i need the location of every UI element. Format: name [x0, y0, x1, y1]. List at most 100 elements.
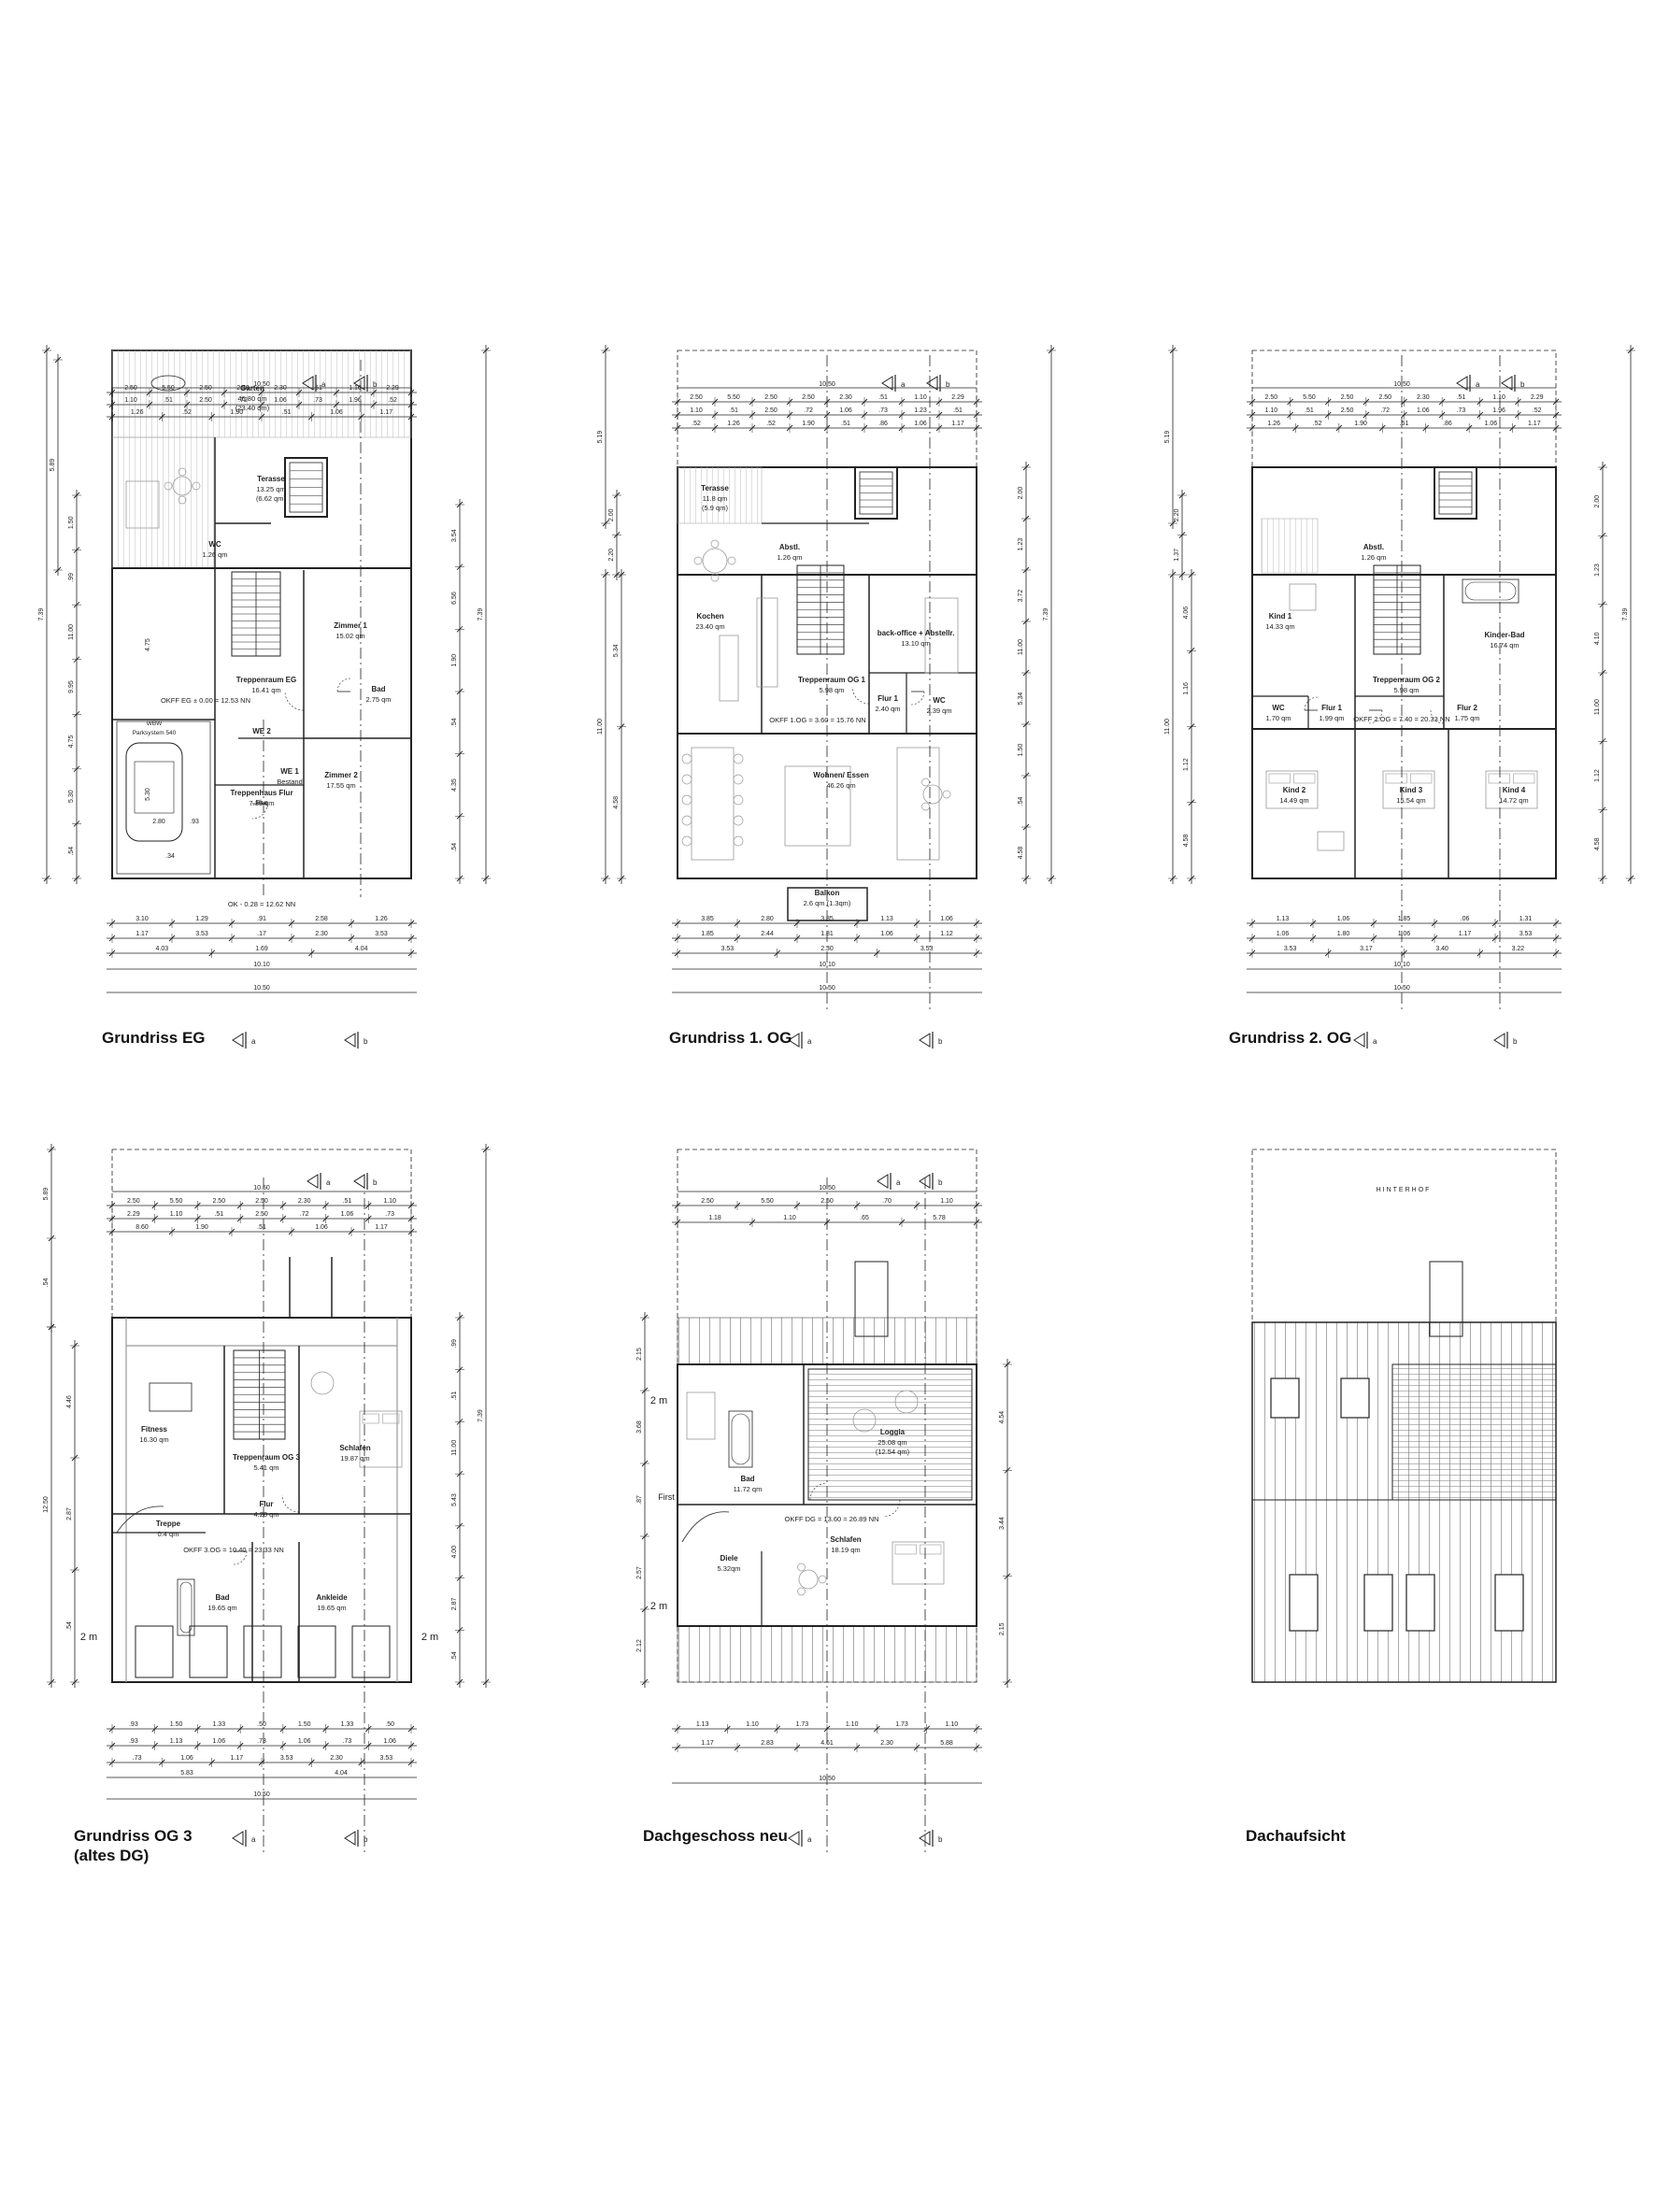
- room-area: 14.49 qm: [1279, 796, 1308, 805]
- dimension-label: 1.80: [1337, 931, 1350, 937]
- dimension-label: 1.13: [170, 1738, 183, 1745]
- dimension-label: 2.29: [1531, 394, 1544, 401]
- dimension-label: 1.90: [802, 421, 815, 427]
- chair: [710, 539, 720, 549]
- dimension-label: 5.30: [68, 790, 75, 803]
- dimension-label: .50: [257, 1721, 266, 1728]
- elevator-shaft: [1434, 466, 1477, 520]
- room-area-secondary: (5.9 qm): [702, 504, 728, 512]
- dimension-label: 3.10: [136, 916, 149, 922]
- dimension-label: 2.00: [1018, 487, 1024, 500]
- bed-pillow: [1293, 773, 1316, 784]
- room-area: 5.32qm: [717, 1564, 740, 1573]
- plan-note: WBW: [147, 721, 163, 727]
- dimension-label: 2.00: [608, 508, 615, 521]
- dimension-label: 1.06: [940, 916, 953, 922]
- plan-note: Parksystem 540: [133, 730, 177, 736]
- dimension-label: 4.03: [156, 946, 169, 952]
- room-name: Flur 2: [1457, 704, 1477, 712]
- room-area: 1.70 qm: [1265, 714, 1291, 722]
- dimension-label: .99: [68, 573, 75, 582]
- dimension-label: 3.53: [195, 931, 208, 937]
- dimension-label: 1.06: [298, 1738, 311, 1745]
- bed-pillow: [1513, 773, 1535, 784]
- dormer-window: [189, 1625, 228, 1678]
- dimension-label: 3.40: [1435, 946, 1448, 952]
- chair: [178, 467, 187, 477]
- dimension-label: 1.17: [701, 1740, 714, 1747]
- dimension-label: 11.00: [451, 1440, 458, 1456]
- room-area: 19.65 qm: [317, 1604, 346, 1612]
- section-mark-arrow: [1353, 1033, 1365, 1048]
- dimension-label: 10.50: [253, 1185, 270, 1192]
- door-swing: [882, 1499, 901, 1518]
- dormer-window: [1363, 1574, 1393, 1632]
- dimension-label: 1.26: [727, 421, 740, 427]
- dimension-label: 10.10: [1393, 962, 1410, 968]
- dimension-label: 2.50: [1265, 394, 1278, 401]
- dimension-label: 7.39: [1043, 608, 1049, 621]
- dimension-label: 2.83: [761, 1740, 774, 1747]
- dormer-window: [243, 1625, 282, 1678]
- room-name: Flur 1: [1321, 704, 1342, 712]
- dimension-label: 1.06: [1398, 931, 1411, 937]
- room-area-secondary: (12.54 qm): [876, 1448, 910, 1456]
- room-name: WE 1: [280, 767, 299, 776]
- bed-frame: [892, 1541, 945, 1585]
- dimension-label: 2.50: [127, 1198, 140, 1205]
- room-name: Loggia: [880, 1428, 906, 1436]
- dimension-label: 1.10: [690, 407, 703, 414]
- dimension-label: 2.50: [690, 394, 703, 401]
- dimension-label: 11.00: [597, 719, 604, 735]
- dimension-label: 1.26: [1267, 421, 1280, 427]
- door-swing: [281, 1494, 300, 1513]
- dimension-label: .70: [882, 1198, 892, 1205]
- dimension-label: 1.10: [940, 1198, 953, 1205]
- dimension-label: 2.20: [1174, 508, 1180, 521]
- dimension-label: 10.50: [253, 985, 270, 992]
- dimension-label: 12.50: [43, 1496, 50, 1513]
- dimension-label: 1.31: [1519, 916, 1533, 922]
- room-area: 4.28 qm: [253, 1510, 278, 1519]
- section-mark-label: b: [364, 1835, 368, 1844]
- plan-title-og1: Grundriss 1. OG: [669, 1028, 792, 1048]
- chair: [681, 835, 692, 847]
- dimension-label: .06: [1461, 916, 1470, 922]
- dimension-label: 8.60: [136, 1224, 149, 1231]
- door-swing: [336, 678, 351, 692]
- dimension-label: 1.96: [349, 397, 362, 404]
- dimension-label: .93: [129, 1721, 138, 1728]
- dimension-label: 1.10: [946, 1721, 959, 1728]
- plan-title-dg: Dachgeschoss neu: [643, 1826, 788, 1846]
- bathtub-basin: [1464, 581, 1517, 601]
- chair: [733, 794, 744, 806]
- section-mark-label: b: [938, 1178, 943, 1187]
- dimension-label: .86: [878, 421, 888, 427]
- chair: [818, 1575, 827, 1584]
- room-area: 5.41 qm: [253, 1463, 278, 1472]
- dimension-label: 1.18: [708, 1215, 721, 1221]
- room-area: 2.6 qm (1.3qm): [804, 899, 851, 907]
- loggia-area: [807, 1368, 973, 1501]
- dimension-label: 4.61: [820, 1740, 834, 1747]
- dimension-label: 10.10: [819, 962, 835, 968]
- dimension-label: 1.17: [1459, 931, 1472, 937]
- room-name: Kochen: [696, 612, 723, 621]
- dimension-label: 2.50: [802, 394, 815, 401]
- bed-pillow: [362, 1413, 379, 1424]
- room-name: Balkon: [815, 889, 840, 897]
- plan-note: OK - 0.28 = 12.62 NN: [228, 900, 295, 908]
- dimension-label: 2.50: [764, 407, 778, 414]
- section-mark-label: a: [896, 1178, 901, 1187]
- plan-title-og2-text: Grundriss 2. OG: [1229, 1029, 1352, 1047]
- terrace-area: [677, 466, 763, 524]
- dimension-label: 5.50: [1303, 394, 1316, 401]
- dimension-label: 1.06: [274, 397, 287, 404]
- dimension-label: .54: [68, 847, 75, 856]
- dimension-label: 5.43: [451, 1493, 458, 1506]
- garden-area: [111, 350, 412, 438]
- section-mark-arrow: [1493, 1033, 1505, 1048]
- section-mark-arrow: [307, 1174, 319, 1189]
- room-name: back-office + Abstellr.: [877, 629, 955, 637]
- kitchen-island: [719, 635, 739, 702]
